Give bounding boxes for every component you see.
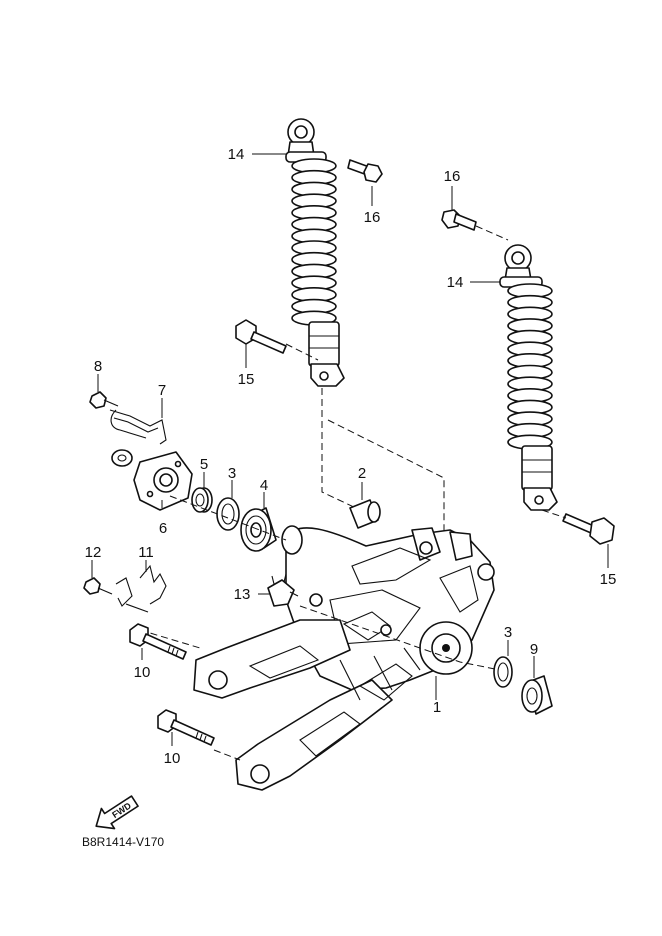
- drawing-code: B8R1414-V170: [82, 835, 164, 849]
- callout-9: 9: [530, 641, 538, 658]
- callout-10-upper: 10: [134, 664, 151, 681]
- bracket-7: [109, 409, 167, 445]
- bolt-15-left: [235, 319, 287, 354]
- callout-14-left: 14: [228, 146, 245, 163]
- oil-seal-3-right: [493, 656, 513, 688]
- clip-13: [267, 573, 323, 607]
- callout-1: 1: [433, 699, 441, 716]
- bolt-15-right: [562, 513, 615, 545]
- callout-8: 8: [94, 358, 102, 375]
- bolt-10-upper: [129, 623, 187, 660]
- bolt-16-right: [441, 209, 477, 231]
- callout-11: 11: [138, 544, 154, 561]
- callout-4: 4: [260, 477, 268, 494]
- bolt-10-lower: [157, 709, 215, 746]
- callout-14-right: 14: [447, 274, 464, 291]
- callout-3-left: 3: [228, 465, 236, 482]
- leader-lines: [91, 153, 609, 746]
- shock-absorber-right: [499, 244, 558, 511]
- bearing-4: [240, 507, 277, 552]
- bolt-12: [83, 577, 113, 595]
- callout-labels: 1 2 3 3 4 5 6 7 8 9 10 10 11 12 13 14 14…: [85, 146, 617, 767]
- bolt-16-left: [347, 159, 383, 183]
- callout-2: 2: [358, 465, 366, 482]
- callout-5: 5: [200, 456, 208, 473]
- collar-2: [349, 499, 381, 529]
- swing-arm-1: [193, 525, 495, 791]
- callout-7: 7: [158, 382, 166, 399]
- callout-16-left: 16: [364, 209, 381, 226]
- bolt-8: [89, 391, 119, 409]
- bracket-6: [111, 449, 193, 511]
- callout-16-right: 16: [444, 168, 461, 185]
- callout-13: 13: [234, 586, 251, 603]
- callout-15-left: 15: [238, 371, 255, 388]
- callout-6: 6: [159, 520, 167, 537]
- callout-15-right: 15: [600, 571, 617, 588]
- shock-absorber-left: [285, 118, 345, 387]
- fwd-arrow-icon: FWD: [95, 795, 139, 830]
- callout-3-right: 3: [504, 624, 512, 641]
- callout-12: 12: [85, 544, 102, 561]
- oil-seal-3-left: [216, 497, 240, 531]
- clamp-11: [115, 564, 167, 613]
- collar-9: [521, 675, 553, 715]
- callout-10-lower: 10: [164, 750, 181, 767]
